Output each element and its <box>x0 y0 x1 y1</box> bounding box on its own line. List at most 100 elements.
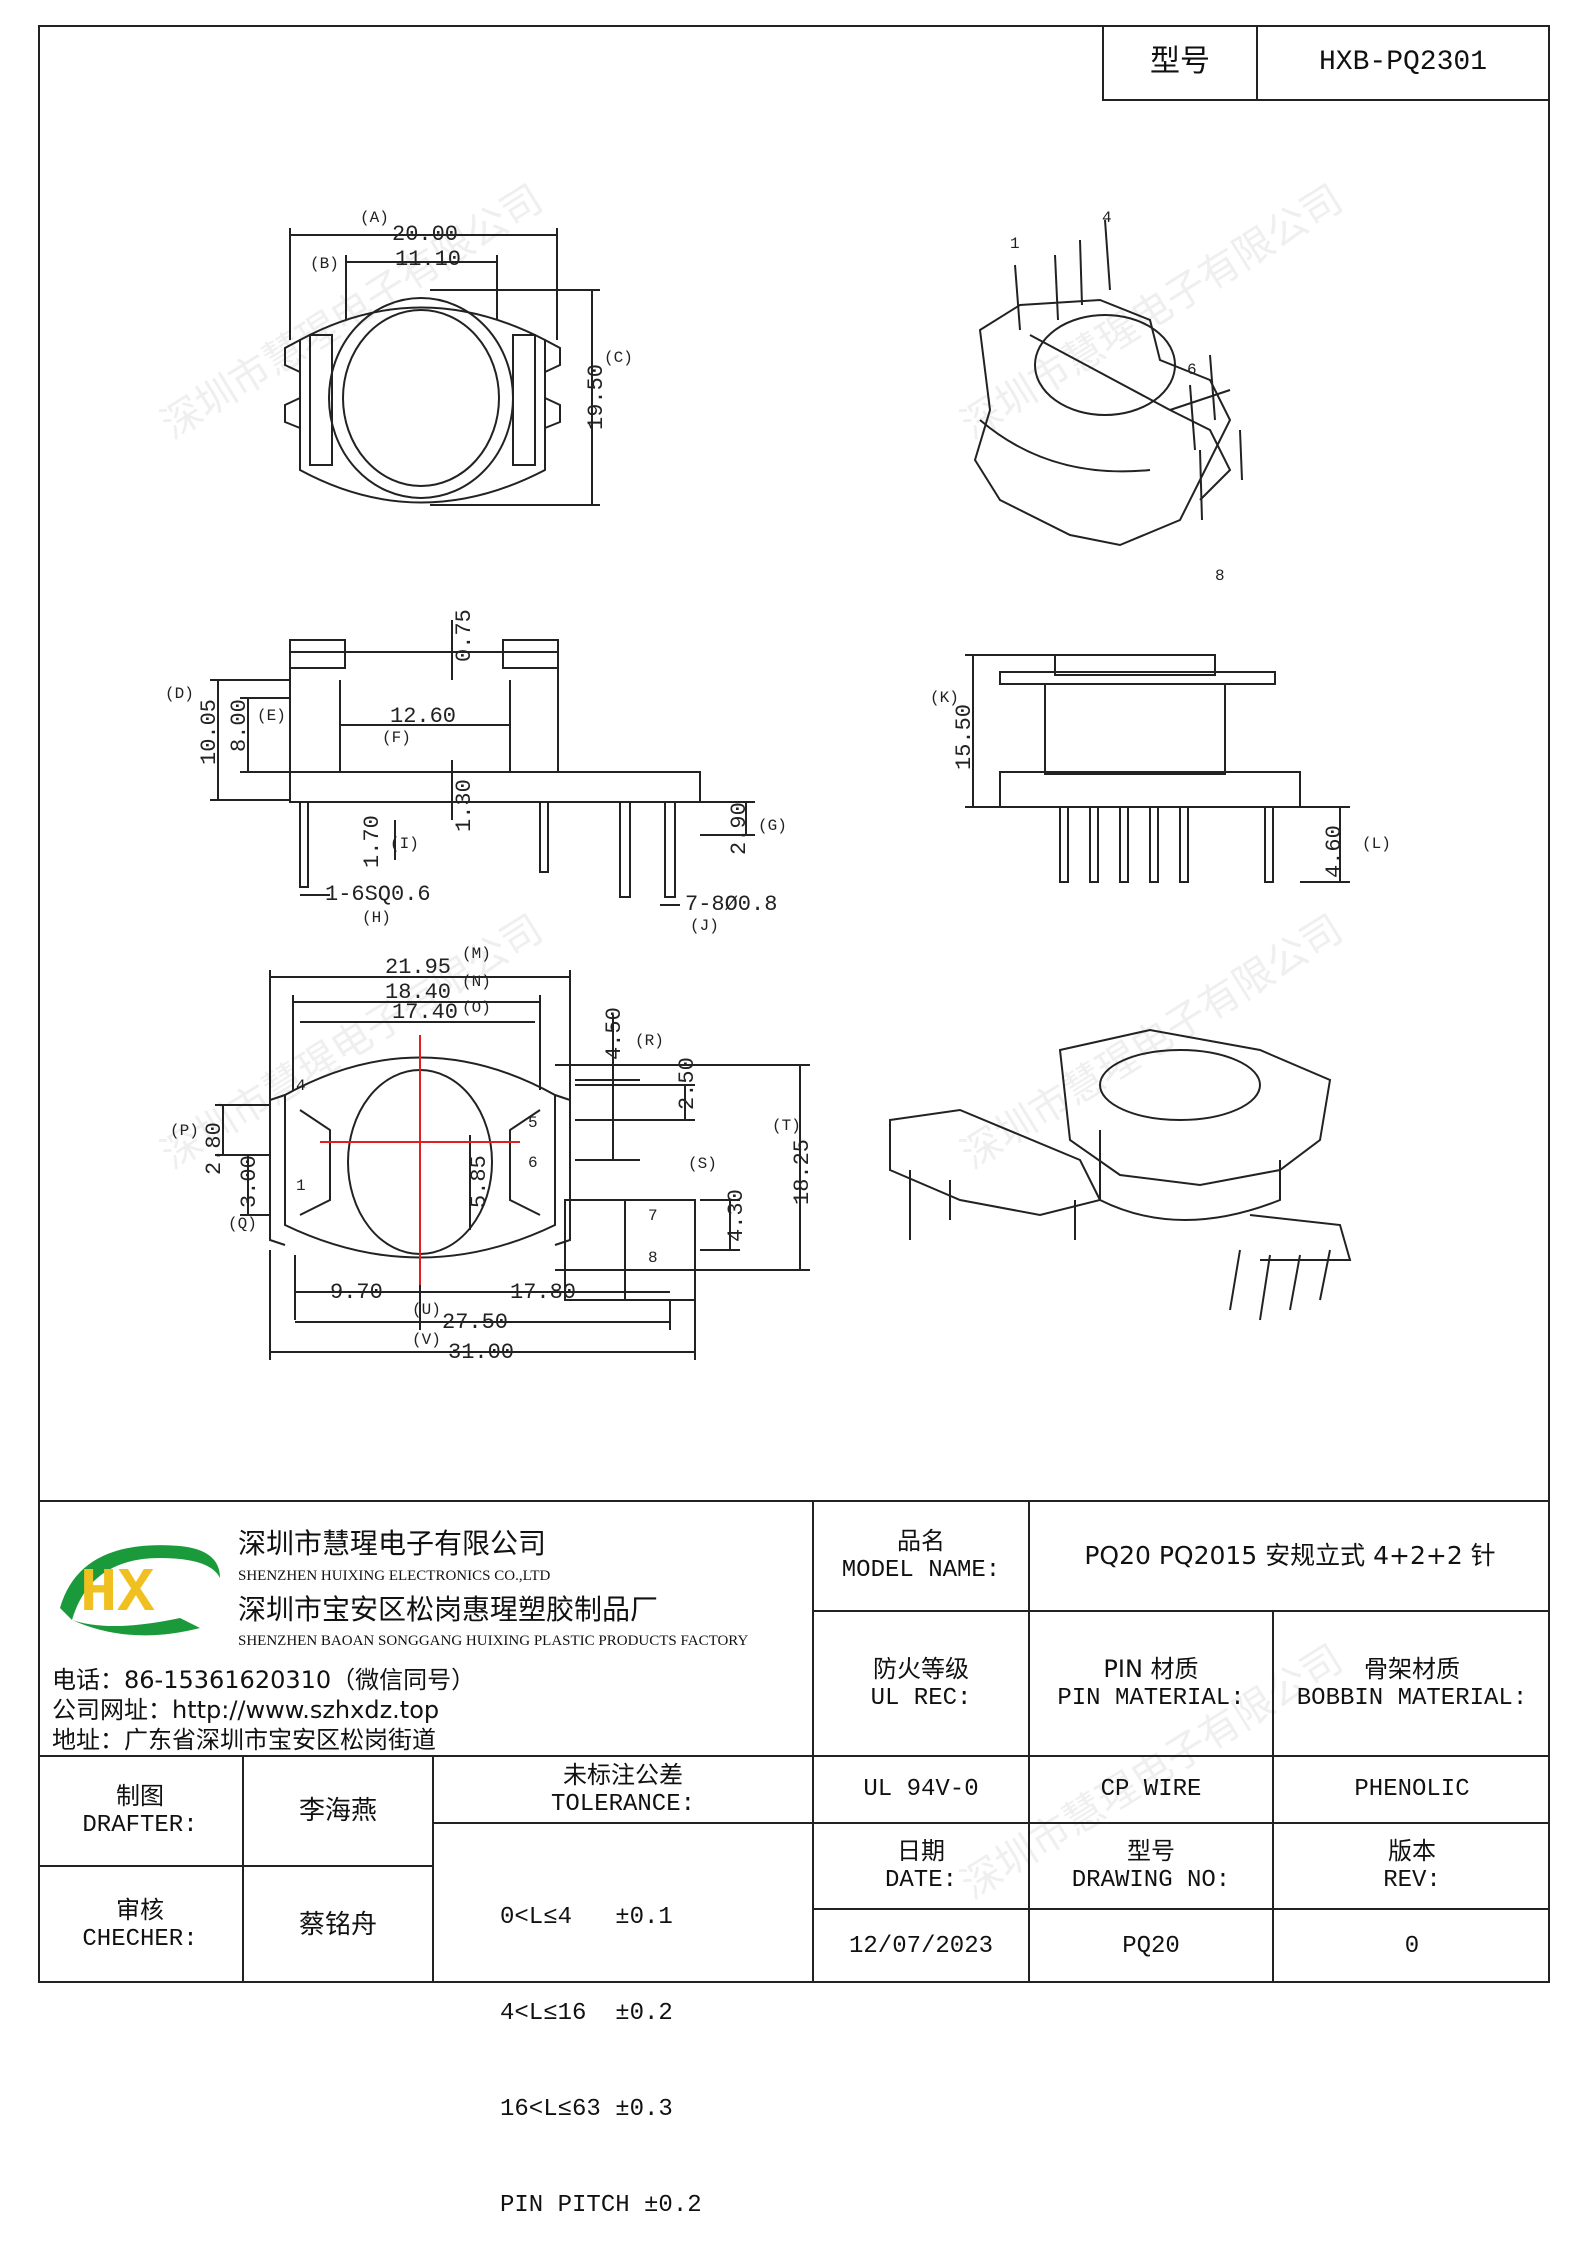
drawing-no-label-cell: 型号 DRAWING NO: <box>1030 1824 1272 1908</box>
technical-drawing: 1 4 6 8 (A) 20.00 (B) 11.10 (C) 19.50 (D… <box>165 209 1391 1365</box>
company-name-cn: 深圳市慧瑆电子有限公司 <box>238 1527 547 1560</box>
dim-ref: (H) <box>362 909 391 927</box>
drawing-no-label-en: DRAWING NO: <box>1071 1867 1231 1894</box>
dim-value: 18.40 <box>385 980 451 1005</box>
rev-label-cn: 版本 <box>1388 1837 1436 1865</box>
pin-material-label-cell: PIN 材质 PIN MATERIAL: <box>1030 1612 1272 1755</box>
grid-line <box>812 1908 1550 1910</box>
tolerance-label-cn: 未标注公差 <box>563 1760 683 1789</box>
dim-ref: (O) <box>462 999 491 1017</box>
dim-value: 8.00 <box>227 699 252 752</box>
ul-value: UL 94V-0 <box>863 1775 979 1803</box>
header-model-label: 型号 <box>1150 44 1210 80</box>
pin-label: 8 <box>1215 567 1225 585</box>
drafter-label-en: DRAFTER: <box>82 1812 198 1839</box>
drafter-label-cn: 制图 <box>116 1782 164 1810</box>
pin-material-value-cell: CP WIRE <box>1030 1757 1272 1822</box>
dim-value: 11.10 <box>395 247 461 272</box>
dim-ref: (F) <box>382 729 411 747</box>
dim-ref: (Q) <box>228 1215 257 1233</box>
date-label-en: DATE: <box>884 1867 957 1894</box>
model-name-value-cell: PQ20 PQ2015 安规立式 4+2+2 针 <box>1030 1502 1550 1610</box>
tolerance-label-en: TOLERANCE: <box>550 1790 696 1818</box>
logo-text: HX <box>80 1558 155 1629</box>
dim-value: 4.50 <box>602 1007 627 1060</box>
dim-value: 5.85 <box>467 1155 492 1208</box>
tolerance-line: 0<L≤4 ±0.1 <box>500 1904 673 1931</box>
dim-value: 0.75 <box>452 609 477 662</box>
pin-material-label-cn: PIN 材质 <box>1103 1654 1199 1683</box>
dim-ref: (P) <box>170 1122 199 1140</box>
bobbin-material-label-cn: 骨架材质 <box>1364 1654 1460 1683</box>
rev-value: 0 <box>1404 1932 1420 1960</box>
pin-number: 8 <box>648 1249 658 1267</box>
ul-label-en: UL REC: <box>870 1684 972 1712</box>
checker-label-cn: 审核 <box>116 1896 164 1924</box>
dim-value: 18.25 <box>790 1139 815 1205</box>
grid-line <box>38 1500 1550 1502</box>
tolerance-label-cell: 未标注公差 TOLERANCE: <box>434 1757 812 1822</box>
dim-ref: (K) <box>930 689 959 707</box>
side-view <box>210 620 755 906</box>
pin-material-value: CP WIRE <box>1100 1775 1202 1803</box>
dim-ref: (R) <box>635 1032 664 1050</box>
pin-label: 4 <box>1102 209 1112 227</box>
dim-ref: (L) <box>1362 835 1391 853</box>
bobbin-material-value: PHENOLIC <box>1354 1775 1470 1803</box>
dim-value: 9.70 <box>330 1280 383 1305</box>
grid-line <box>812 1610 1550 1612</box>
company-address: 地址：广东省深圳市宝安区松岗街道 <box>52 1726 436 1754</box>
dim-value: 12.60 <box>390 704 456 729</box>
dim-value: 4.60 <box>1322 825 1347 878</box>
rev-value-cell: 0 <box>1274 1910 1550 1983</box>
company-logo: HX <box>50 1528 225 1638</box>
date-value-cell: 12/07/2023 <box>814 1910 1028 1983</box>
dim-value: 19.50 <box>584 364 609 430</box>
rev-label-en: REV: <box>1383 1867 1441 1894</box>
drawing-sheet <box>38 25 1550 1983</box>
bobbin-material-value-cell: PHENOLIC <box>1274 1757 1550 1822</box>
model-name-label-cn: 品名 <box>897 1527 945 1555</box>
dim-value: 17.80 <box>510 1280 576 1305</box>
dim-value: 2.80 <box>202 1122 227 1175</box>
grid-line <box>812 1822 1550 1824</box>
dim-value: 15.50 <box>952 704 977 770</box>
dim-value: 31.00 <box>448 1340 514 1365</box>
dim-value: 20.00 <box>392 222 458 247</box>
front-view <box>965 654 1350 883</box>
bottom-view <box>215 970 810 1360</box>
company-name-en: SHENZHEN HUIXING ELECTRONICS CO.,LTD <box>238 1568 551 1584</box>
model-name-value: PQ20 PQ2015 安规立式 4+2+2 针 <box>1084 1541 1496 1571</box>
pin-material-label-en: PIN MATERIAL: <box>1057 1684 1245 1712</box>
dim-value: 17.40 <box>392 1000 458 1025</box>
checker-label-en: CHECHER: <box>82 1926 198 1953</box>
factory-name-en: SHENZHEN BAOAN SONGGANG HUIXING PLASTIC … <box>238 1633 749 1649</box>
dim-value: 27.50 <box>442 1310 508 1335</box>
drawing-no-label-cn: 型号 <box>1127 1837 1175 1865</box>
factory-name-cn: 深圳市宝安区松岗惠瑆塑胶制品厂 <box>238 1593 659 1626</box>
header-model-label-cell: 型号 <box>1102 25 1258 101</box>
grid-line <box>1028 1500 1030 1983</box>
model-name-label-en: MODEL NAME: <box>841 1557 1001 1584</box>
dim-ref: (S) <box>688 1155 717 1173</box>
dim-ref: (D) <box>165 685 194 703</box>
ul-value-cell: UL 94V-0 <box>814 1757 1028 1822</box>
header-model-value-cell: HXB-PQ2301 <box>1256 25 1550 101</box>
grid-line <box>242 1755 244 1983</box>
pin-number: 4 <box>296 1077 306 1095</box>
iso-view-top <box>973 219 1243 547</box>
bobbin-material-label-en: BOBBIN MATERIAL: <box>1296 1684 1528 1712</box>
dim-ref: (E) <box>257 707 286 725</box>
dim-ref: (U) <box>412 1301 441 1319</box>
dim-ref: (C) <box>604 349 633 367</box>
dim-ref: (V) <box>412 1331 441 1349</box>
company-phone: 电话：86-15361620310（微信同号） <box>52 1666 476 1694</box>
pin-label: 6 <box>1187 361 1197 379</box>
pin-label: 1 <box>1010 235 1020 253</box>
checker-label-cell: 审核 CHECHER: <box>38 1867 242 1983</box>
grid-line <box>432 1822 814 1824</box>
model-name-label-cell: 品名 MODEL NAME: <box>814 1502 1028 1610</box>
grid-line <box>1272 1610 1274 1983</box>
top-view <box>284 228 600 506</box>
center-mark <box>320 1035 520 1285</box>
